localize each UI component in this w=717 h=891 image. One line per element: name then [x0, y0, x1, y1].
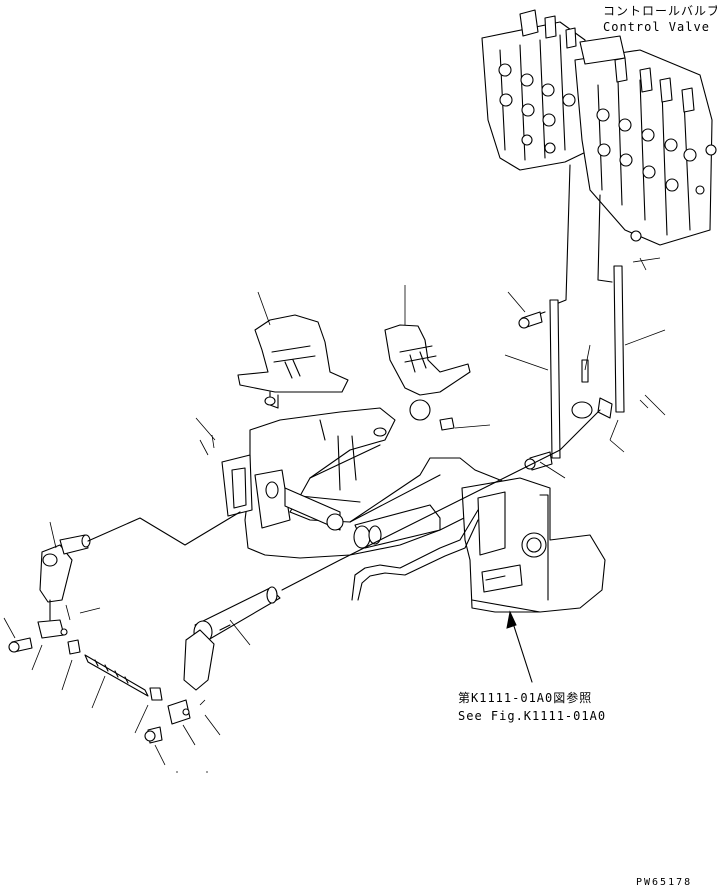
- pedal-frame: [221, 407, 521, 559]
- control-valve-label-en: Control Valve: [603, 20, 710, 34]
- lever-middle: [144, 586, 281, 744]
- linkage-lines: [87, 409, 601, 631]
- reference-arrow: [506, 610, 533, 683]
- reference-label-en: See Fig.K1111-01A0: [458, 709, 607, 723]
- pedal-right: [384, 324, 471, 431]
- lever-left: [8, 534, 163, 701]
- control-valve-label-jp: コントロールバルブ: [603, 4, 717, 18]
- leader-lines: [3, 257, 666, 773]
- pedal-left: [237, 314, 349, 409]
- reference-label-jp: 第K1111-01A0図参照: [458, 691, 593, 705]
- mounting-plate: [351, 477, 606, 613]
- drawing-code: PW65178: [636, 877, 693, 888]
- connecting-rods: [518, 164, 625, 471]
- control-valve: [481, 9, 717, 246]
